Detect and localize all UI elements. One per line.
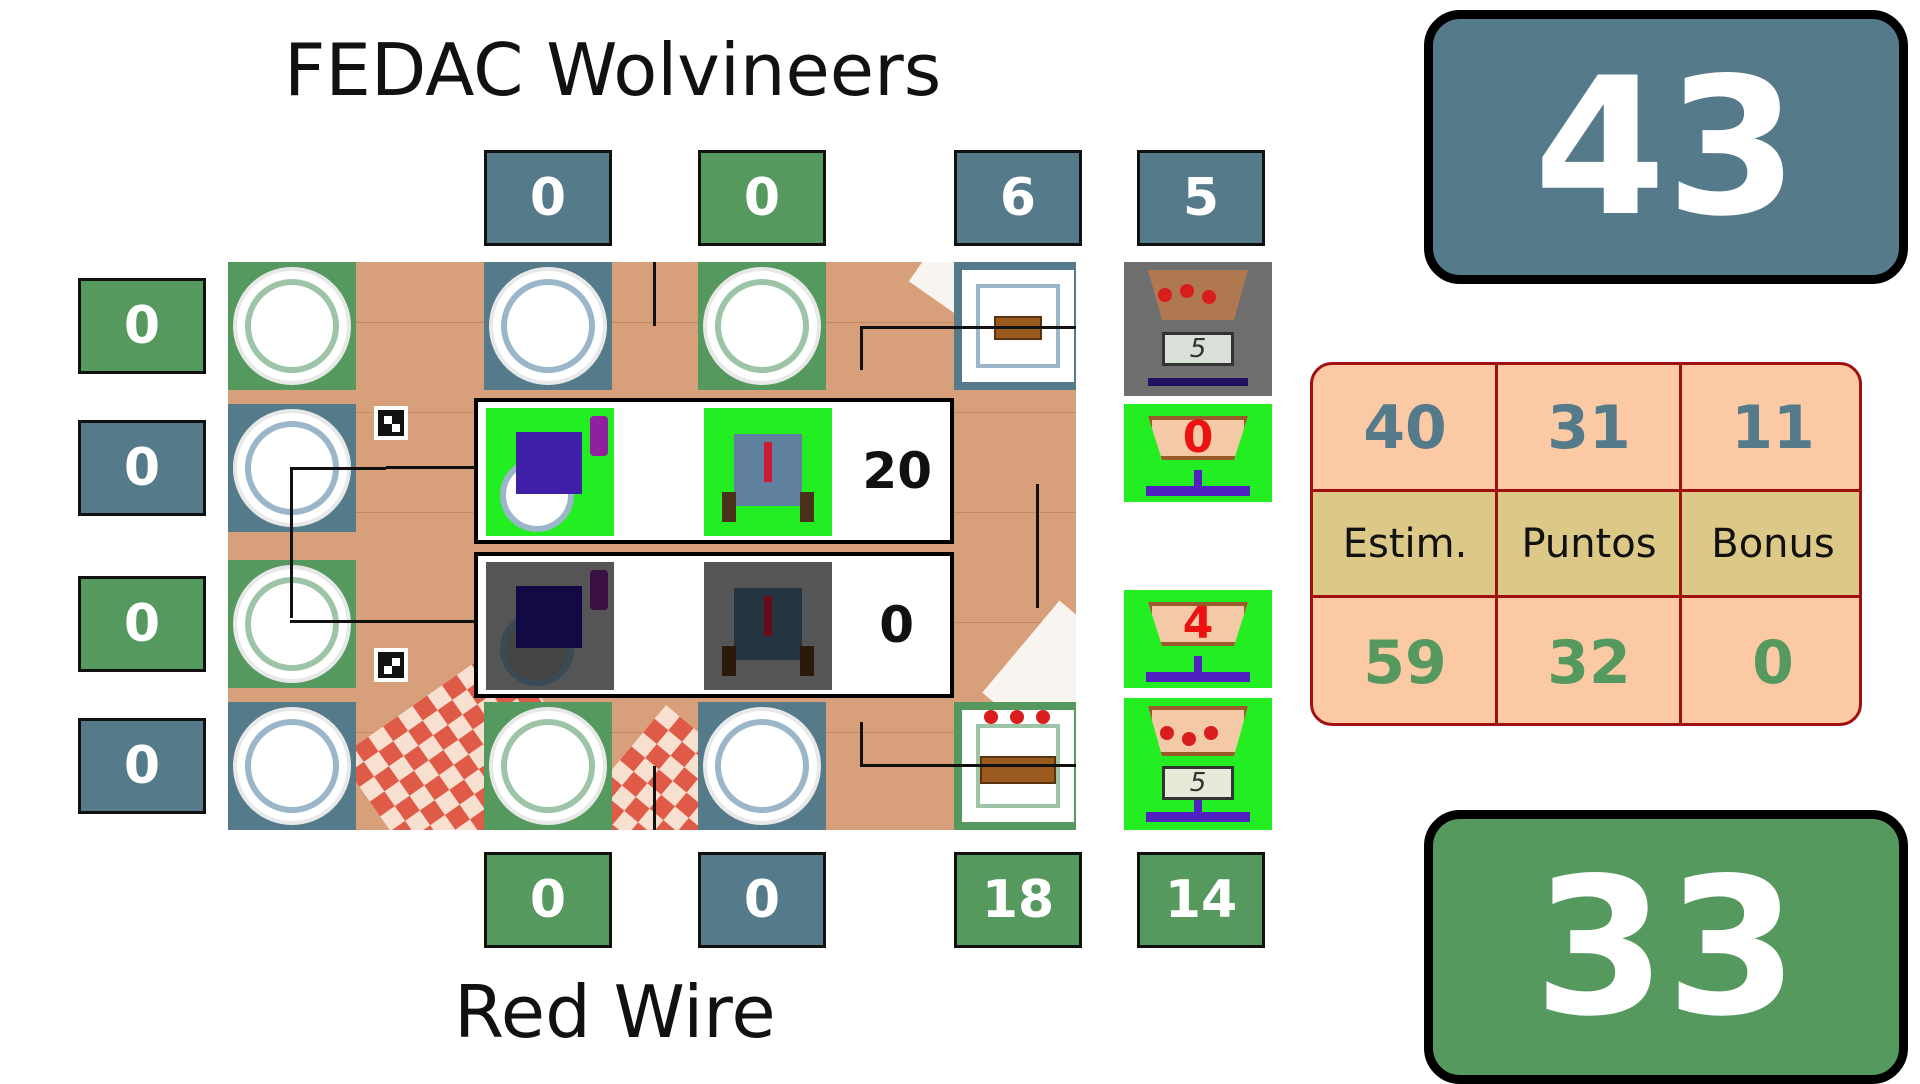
left-counter-3: 0 (78, 576, 206, 672)
plate (489, 707, 607, 825)
left-counter-1: 0 (78, 278, 206, 374)
score-bottom-points: 32 (1547, 628, 1631, 698)
wire (860, 764, 1076, 767)
cherry-icon (1204, 726, 1218, 740)
header-bonus: Bonus (1681, 491, 1859, 597)
wire (1036, 484, 1039, 608)
score-top-points: 31 (1547, 393, 1631, 463)
robot-panel-bottom-score: 0 (879, 596, 914, 654)
score-bottom-bonus: 0 (1752, 628, 1794, 698)
wire (860, 722, 863, 766)
plate (703, 707, 821, 825)
robot-panel-top-score: 20 (862, 442, 932, 500)
score-table: 40 31 11 Estim. Puntos Bonus 59 32 0 (1310, 362, 1862, 726)
game-board (228, 262, 1076, 830)
header-points: Puntos (1497, 491, 1681, 597)
header-estimate: Estim. (1313, 491, 1497, 597)
top-team-name: FEDAC Wolvineers (284, 28, 942, 112)
top-counter-3: 6 (954, 150, 1082, 246)
robot-icon (704, 408, 832, 536)
bottom-team-name: Red Wire (454, 970, 776, 1054)
wire (860, 326, 863, 370)
wire (290, 468, 293, 618)
top-counter-2: 0 (698, 150, 826, 246)
cherry-icon (1158, 288, 1172, 302)
board-tile (484, 702, 612, 830)
bin-display-bottom: 5 (1124, 698, 1272, 830)
cherry-icon (1036, 710, 1050, 724)
bottom-counter-3: 18 (954, 852, 1082, 948)
bottom-counter-2: 0 (698, 852, 826, 948)
top-counter-4: 5 (1137, 150, 1265, 246)
top-team-total-value: 43 (1533, 36, 1799, 258)
board-tile (228, 262, 356, 390)
plate (233, 707, 351, 825)
table-divider (1313, 489, 1859, 492)
plate (703, 267, 821, 385)
score-bottom-estimate: 59 (1363, 628, 1447, 698)
wire (386, 620, 476, 623)
board-tile (484, 262, 612, 390)
robot-panel-top: 20 (474, 398, 954, 544)
cookie-stack-icon (980, 756, 1056, 784)
bin-top: 0 (1124, 404, 1272, 502)
bin-display-top: 5 (1124, 262, 1272, 396)
aruco-marker (374, 648, 408, 682)
robot-icon (486, 562, 614, 690)
cherry-icon (1180, 284, 1194, 298)
bin-display-top-label: 5 (1162, 332, 1234, 366)
table-divider (1313, 595, 1859, 598)
board-tile (698, 702, 826, 830)
score-top-estimate: 40 (1363, 393, 1447, 463)
robot-icon (486, 408, 614, 536)
wire (653, 262, 656, 326)
wood-plank (228, 322, 1076, 323)
cherry-icon (1160, 726, 1174, 740)
bottom-team-total: 33 (1424, 810, 1908, 1084)
plate (233, 267, 351, 385)
wire (290, 467, 386, 470)
left-counter-4: 0 (78, 718, 206, 814)
aruco-marker (374, 406, 408, 440)
cherry-icon (1010, 710, 1024, 724)
table-divider (1679, 365, 1682, 723)
table-divider (1495, 365, 1498, 723)
wire (653, 766, 656, 830)
top-team-total: 43 (1424, 10, 1908, 284)
bin-top-count: 0 (1182, 412, 1214, 463)
wire (386, 466, 476, 469)
top-counter-1: 0 (484, 150, 612, 246)
robot-icon (704, 562, 832, 690)
bin-bottom: 4 (1124, 590, 1272, 688)
cherry-icon (1202, 290, 1216, 304)
board-tile (698, 262, 826, 390)
bin-display-bottom-label: 5 (1162, 766, 1234, 800)
board-tile (228, 702, 356, 830)
plate (489, 267, 607, 385)
cherry-icon (984, 710, 998, 724)
score-top-bonus: 11 (1731, 393, 1815, 463)
cherry-icon (1182, 732, 1196, 746)
wire (860, 326, 1076, 329)
bin-bottom-count: 4 (1182, 598, 1214, 649)
left-counter-2: 0 (78, 420, 206, 516)
robot-panel-bottom: 0 (474, 552, 954, 698)
bottom-counter-1: 0 (484, 852, 612, 948)
wire (290, 620, 386, 623)
bottom-counter-4: 14 (1137, 852, 1265, 948)
bottom-team-total-value: 33 (1533, 836, 1799, 1058)
